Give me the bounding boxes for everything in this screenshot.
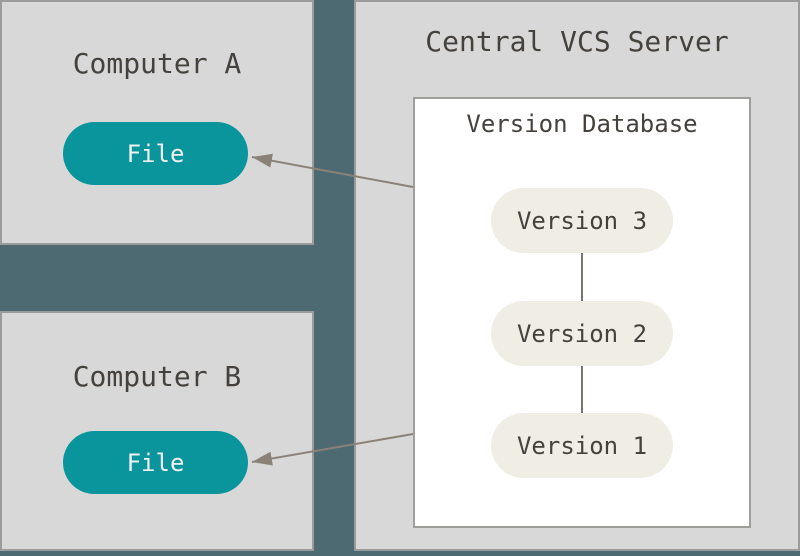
central-vcs-server-box: Central VCS Server Version Database Vers…	[354, 0, 800, 551]
version-database-title: Version Database	[466, 110, 698, 138]
central-vcs-server-title: Central VCS Server	[425, 25, 729, 58]
computer-b-file-pill: File	[63, 431, 248, 494]
version-2-pill: Version 2	[491, 301, 673, 366]
computer-a-box: Computer A File	[0, 0, 314, 245]
connector-version3-version2	[581, 253, 583, 301]
computer-a-file-label: File	[126, 139, 185, 168]
version-1-label: Version 1	[516, 431, 648, 460]
version-1-pill: Version 1	[491, 413, 673, 478]
computer-a-file-pill: File	[63, 122, 248, 185]
version-3-label: Version 3	[516, 206, 648, 235]
version-3-pill: Version 3	[491, 188, 673, 253]
version-2-label: Version 2	[516, 319, 648, 348]
computer-b-file-label: File	[126, 448, 185, 477]
computer-a-title: Computer A	[72, 47, 242, 80]
computer-b-title: Computer B	[72, 360, 242, 393]
version-database-box: Version Database Version 3 Version 2 Ver…	[413, 97, 751, 528]
connector-version2-version1	[581, 366, 583, 413]
computer-b-box: Computer B File	[0, 311, 314, 551]
